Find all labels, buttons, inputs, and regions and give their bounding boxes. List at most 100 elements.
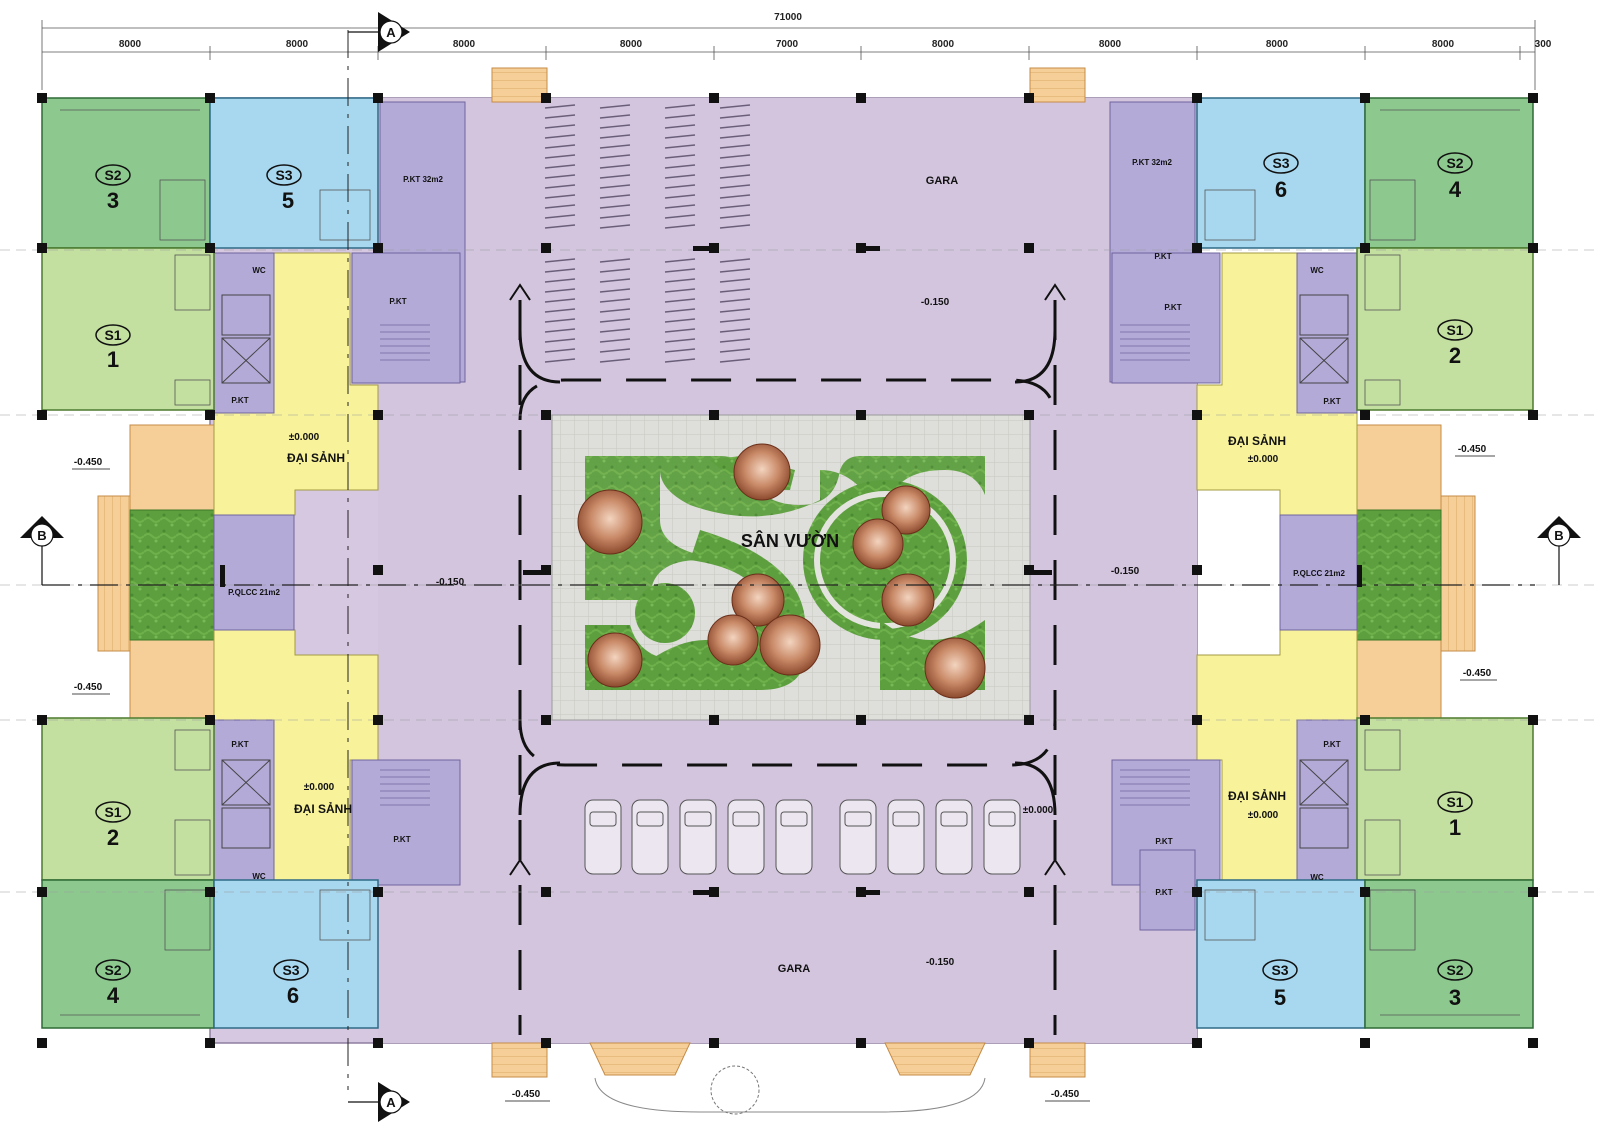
bay-dimension: 8000 (286, 39, 309, 50)
tech-room-label: P.KT (389, 297, 406, 306)
motorbike-icon (544, 214, 576, 219)
motorbike-icon (544, 348, 576, 353)
tech-room-label: P.KT (1155, 837, 1172, 846)
motorbike-icon (599, 184, 631, 189)
section-label: B (1554, 528, 1563, 543)
tree-icon (759, 614, 821, 676)
motorbike-icon (599, 258, 631, 263)
elevator-icon (221, 759, 271, 806)
unit-br-s2[interactable] (1364, 879, 1534, 1029)
motorbike-icon (544, 338, 576, 343)
car-windshield (844, 811, 872, 827)
level-mark: -0.450 (74, 682, 103, 693)
car-icon (935, 799, 973, 875)
unit-tag (1437, 791, 1473, 813)
unit-tag (1437, 319, 1473, 341)
unit-labels: S2 3 S3 5 S1 1 S1 2 S2 4 S3 6 S3 6 S2 4 … (95, 152, 1473, 1010)
level-mark: ±0.000 (1248, 810, 1279, 821)
unit-bl-s2[interactable] (41, 879, 215, 1029)
entrance-canopy (594, 1077, 986, 1113)
motorbike-icon (544, 298, 576, 303)
motorbike-icon (544, 174, 576, 179)
car-icon (727, 799, 765, 875)
bay-dimension: 7000 (776, 39, 799, 50)
unit-mr-s1[interactable] (1356, 247, 1534, 411)
motorbike-icon (544, 204, 576, 209)
motorbike-icon (544, 328, 576, 333)
section-markers: A A B B (20, 12, 1581, 1122)
tree-icon (924, 637, 986, 699)
car-windshield (892, 811, 920, 827)
motorbike-icon (599, 194, 631, 199)
motorbike-icon (599, 328, 631, 333)
dimension-lines (41, 20, 1536, 90)
motorbike-icon (664, 214, 696, 219)
unit-code: S1 (1446, 322, 1463, 338)
unit-br-s3[interactable] (1196, 879, 1366, 1029)
interior-partitions (60, 109, 1520, 1016)
garden-label: SÂN VƯỜN (741, 530, 839, 551)
unit-code: S3 (275, 167, 292, 183)
motorbike-icon (664, 164, 696, 169)
motorbike-icon (599, 268, 631, 273)
motorbike-icon (719, 278, 751, 283)
section-marker-a-bottom: A (348, 1082, 410, 1122)
tree-icon (707, 614, 759, 666)
unit-tl-s2[interactable] (41, 97, 211, 249)
unit-bl-s3[interactable] (213, 879, 379, 1029)
motorbike-icon (599, 134, 631, 139)
motorbike-icon (664, 154, 696, 159)
car-windshield (636, 811, 664, 827)
unit-br-s1[interactable] (1356, 717, 1534, 881)
motorbike-icon (719, 348, 751, 353)
unit-number: 6 (1275, 177, 1287, 202)
unit-bl-s1[interactable] (41, 717, 215, 881)
lobby-label: ĐẠI SẢNH (287, 450, 345, 465)
motorbike-icon (544, 358, 576, 363)
lobby-label: ĐẠI SẢNH (294, 801, 352, 816)
car-windshield (780, 811, 808, 827)
unit-number: 3 (107, 188, 119, 213)
unit-code: S3 (282, 962, 299, 978)
motorbike-icon (719, 288, 751, 293)
unit-tag (95, 164, 131, 186)
wc-label: WC (252, 266, 266, 275)
unit-code: S1 (104, 804, 121, 820)
room-labels: GARA GARA ĐẠI SẢNH ĐẠI SẢNH ĐẠI SẢNH ĐẠI… (228, 158, 1345, 975)
motorbike-icon (664, 308, 696, 313)
mgmt-room-label: P.QLCC 21m2 (1293, 569, 1345, 578)
motorbike-icon (664, 268, 696, 273)
motorbike-icon (664, 204, 696, 209)
unit-number: 4 (107, 983, 120, 1008)
garden-trees (577, 443, 986, 699)
elevator-icon (1299, 759, 1349, 806)
mgmt-room-left (213, 514, 295, 631)
unit-ml-s1[interactable] (41, 247, 215, 411)
car-parking (584, 799, 1021, 875)
unit-tag (95, 959, 131, 981)
motorbike-icon (664, 104, 696, 109)
core-left-top (213, 252, 275, 414)
tech-room-label: P.KT (1154, 252, 1171, 261)
unit-number: 2 (1449, 343, 1461, 368)
lobby-label: ĐẠI SẢNH (1228, 788, 1286, 803)
level-mark: -0.150 (921, 297, 950, 308)
bay-dimension: 8000 (620, 39, 643, 50)
car-windshield (589, 811, 617, 827)
elevator-icon (221, 807, 271, 849)
car-icon (983, 799, 1021, 875)
tree-icon (881, 485, 931, 535)
unit-code: S2 (1446, 155, 1463, 171)
unit-tl-s3[interactable] (209, 97, 379, 249)
motorbike-icon (719, 184, 751, 189)
elevator-icon (1299, 807, 1349, 849)
car-windshield (732, 811, 760, 827)
motorbike-icon (664, 348, 696, 353)
unit-tag (273, 959, 309, 981)
motorbike-icon (599, 164, 631, 169)
motorbike-icon (599, 104, 631, 109)
motorbike-icon (664, 114, 696, 119)
unit-tag (1262, 959, 1298, 981)
unit-number: 1 (107, 347, 119, 372)
motorbike-icon (664, 318, 696, 323)
